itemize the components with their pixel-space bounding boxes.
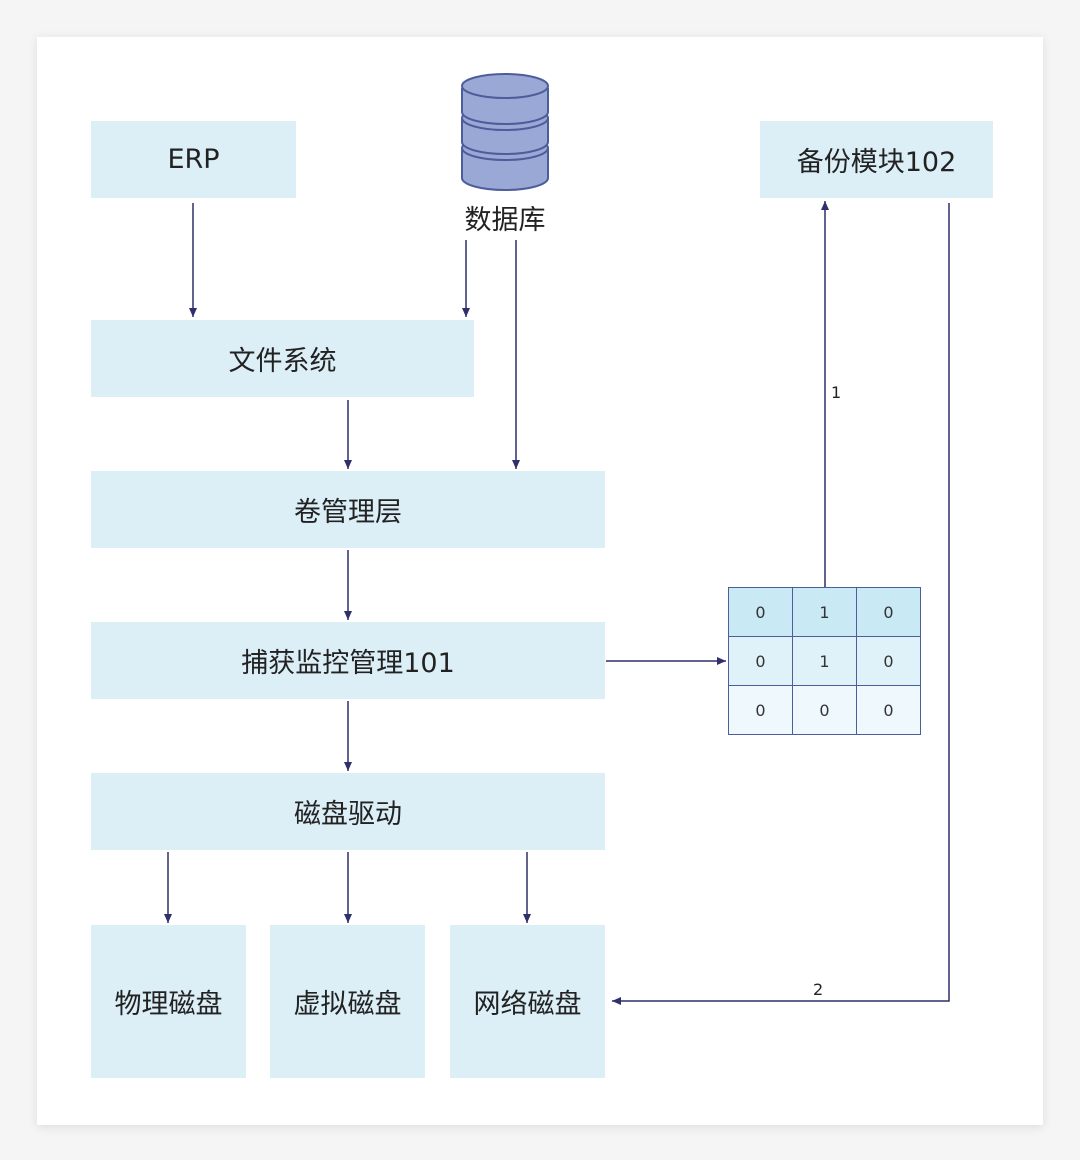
node-physical-disk: 物理磁盘 (91, 925, 246, 1078)
bitmap-table: 0 1 0 0 1 0 0 0 0 (728, 587, 921, 735)
node-virtual-disk: 虚拟磁盘 (270, 925, 425, 1078)
node-erp: ERP (91, 121, 296, 198)
node-file-system: 文件系统 (91, 320, 474, 397)
node-network-disk: 网络磁盘 (450, 925, 605, 1078)
node-volume-management: 卷管理层 (91, 471, 605, 548)
node-capture-monitor: 捕获监控管理101 (91, 622, 605, 699)
bitmap-cell: 0 (728, 636, 793, 686)
bitmap-cell: 0 (856, 587, 921, 637)
node-database-label: 数据库 (464, 205, 546, 236)
bitmap-cell: 1 (792, 636, 857, 686)
node-backup-module: 备份模块102 (760, 121, 993, 198)
edge-label-1: 1 (831, 383, 842, 402)
database-icon (461, 73, 549, 191)
bitmap-cell: 0 (792, 685, 857, 735)
node-disk-driver: 磁盘驱动 (91, 773, 605, 850)
bitmap-row: 0 1 0 (728, 636, 921, 686)
edge-label-2: 2 (813, 980, 824, 999)
bitmap-cell: 1 (792, 587, 857, 637)
bitmap-row: 0 1 0 (728, 587, 921, 637)
bitmap-cell: 0 (856, 685, 921, 735)
bitmap-cell: 0 (728, 685, 793, 735)
bitmap-cell: 0 (728, 587, 793, 637)
arrow-backup-to-networkdisk (612, 203, 950, 1005)
bitmap-row: 0 0 0 (728, 685, 921, 735)
bitmap-cell: 0 (856, 636, 921, 686)
